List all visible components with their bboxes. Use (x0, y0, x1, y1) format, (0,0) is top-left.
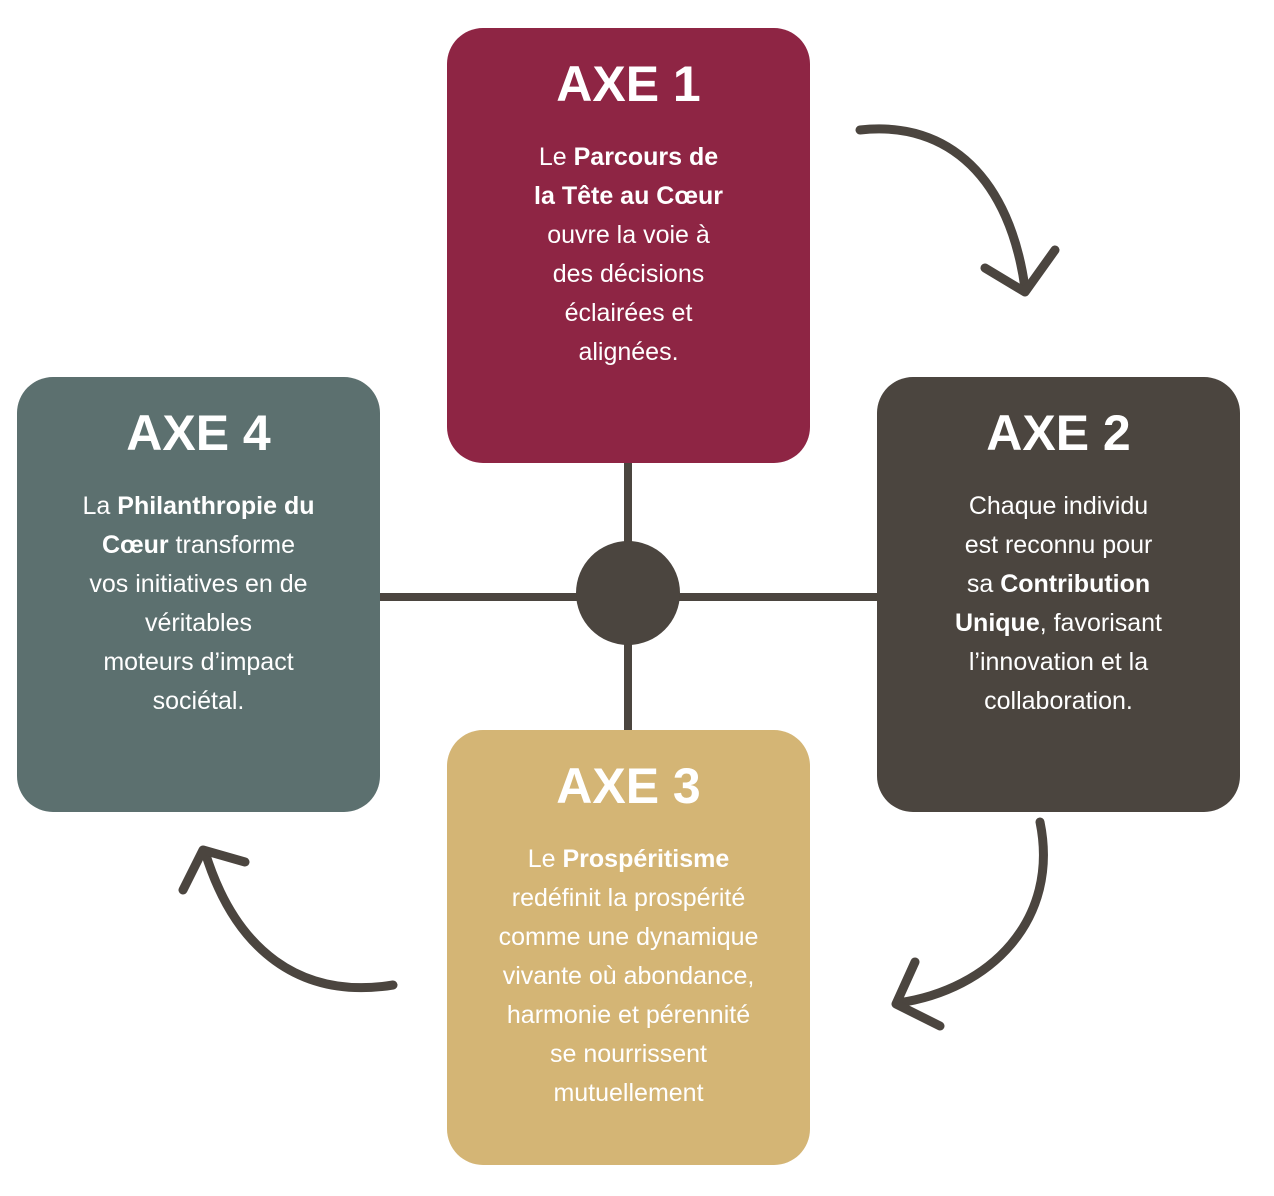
emphasis-text: Parcours de (573, 143, 719, 171)
description-text: alignées. (578, 338, 679, 366)
description-line: Le Prospéritisme (447, 840, 810, 879)
description-text: se nourrissent (549, 1040, 708, 1068)
description-line: comme une dynamique (447, 918, 810, 957)
arrow-axe1-to-axe2-icon (855, 124, 1060, 297)
description-line: éclairées et (447, 294, 810, 333)
emphasis-text: Contribution (1000, 570, 1151, 598)
description-text: véritables (145, 609, 252, 637)
description-text: l’innovation et la (968, 648, 1149, 676)
description-text: transforme (168, 531, 296, 559)
description-text: redéfinit la prospérité (511, 884, 746, 912)
emphasis-text: Prospéritisme (562, 845, 730, 873)
description-line: moteurs d’impact (17, 643, 380, 682)
description-text: mutuellement (553, 1079, 704, 1107)
description-text: Le (538, 143, 574, 171)
description-line: sociétal. (17, 682, 380, 721)
description-text: sa (966, 570, 1001, 598)
axe-4-title: AXE 4 (126, 405, 271, 461)
description-text: Le (527, 845, 563, 873)
axe-3-description: Le Prospéritisme redéfinit la prospérité c… (447, 840, 810, 1113)
description-line: la Tête au Cœur (447, 177, 810, 216)
description-text: des décisions (552, 260, 705, 288)
description-text: Chaque individu (968, 492, 1149, 520)
description-line: ouvre la voie à (447, 216, 810, 255)
description-line: harmonie et pérennité (447, 996, 810, 1035)
description-text: éclairées et (564, 299, 693, 327)
description-line: collaboration. (877, 682, 1240, 721)
description-line: est reconnu pour (877, 526, 1240, 565)
axe-2-description: Chaque individu est reconnu pour sa Contri… (877, 487, 1240, 721)
axe-3-title: AXE 3 (556, 758, 701, 814)
description-line: se nourrissent (447, 1035, 810, 1074)
description-line: La Philanthropie du (17, 487, 380, 526)
description-line: Chaque individu (877, 487, 1240, 526)
center-hub (576, 541, 680, 645)
description-line: mutuellement (447, 1074, 810, 1113)
description-line: sa Contribution (877, 565, 1240, 604)
arrow-axe3-to-axe4-icon (178, 845, 398, 993)
description-text: , favorisant (1039, 609, 1162, 637)
description-line: alignées. (447, 333, 810, 372)
description-line: redéfinit la prospérité (447, 879, 810, 918)
axe-1-card: AXE 1 Le Parcours de la Tête au Cœur ouvre… (447, 28, 810, 463)
description-line: véritables (17, 604, 380, 643)
arrow-axe2-to-axe3-icon (891, 817, 1048, 1031)
emphasis-text: Philanthropie du (117, 492, 315, 520)
description-line: Unique, favorisant (877, 604, 1240, 643)
description-line: Le Parcours de (447, 138, 810, 177)
axe-1-description: Le Parcours de la Tête au Cœur ouvre la vo… (447, 138, 810, 372)
axe-2-card: AXE 2 Chaque individu est reconnu pour sa … (877, 377, 1240, 812)
emphasis-text: Cœur (101, 531, 169, 559)
description-text: comme une dynamique (498, 923, 759, 951)
emphasis-text: la Tête au Cœur (534, 182, 723, 210)
axe-3-card: AXE 3 Le Prospéritisme redéfinit la prosp… (447, 730, 810, 1165)
description-line: vos initiatives en de (17, 565, 380, 604)
description-text: est reconnu pour (964, 531, 1153, 559)
description-text: vivante où abondance, (502, 962, 755, 990)
description-text: La (82, 492, 118, 520)
description-text: moteurs d’impact (103, 648, 294, 676)
axe-1-title: AXE 1 (556, 56, 701, 112)
description-text: ouvre la voie à (547, 221, 710, 249)
description-line: l’innovation et la (877, 643, 1240, 682)
description-text: vos initiatives en de (89, 570, 308, 598)
axe-2-title: AXE 2 (986, 405, 1131, 461)
description-line: Cœur transforme (17, 526, 380, 565)
description-text: harmonie et pérennité (506, 1001, 751, 1029)
description-text: sociétal. (152, 687, 245, 715)
description-line: vivante où abondance, (447, 957, 810, 996)
description-line: des décisions (447, 255, 810, 294)
description-text: collaboration. (984, 687, 1133, 715)
emphasis-text: Unique (955, 609, 1040, 637)
